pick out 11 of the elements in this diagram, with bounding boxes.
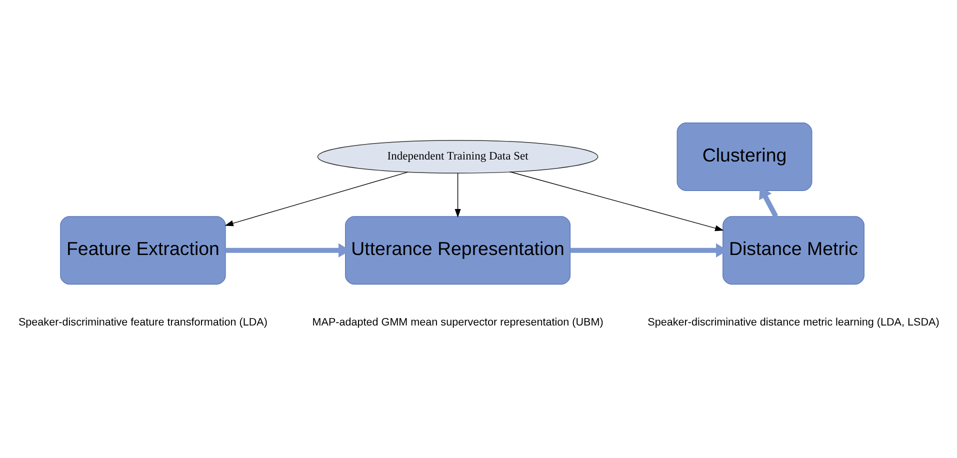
- node-label: Speaker-discriminative feature transformation (LDA): [18, 316, 268, 328]
- node-label: MAP-adapted GMM mean supervector representation (UBM): [312, 316, 604, 328]
- node-box: Feature Extraction: [60, 216, 226, 284]
- node-ellipse: Independent Training Data Set: [317, 139, 598, 173]
- arrow: [224, 171, 408, 226]
- node-box: Clustering: [676, 122, 812, 190]
- arrow: [454, 172, 461, 218]
- node-label: Speaker-discriminative distance metric learning (LDA, LSDA): [648, 316, 940, 328]
- arrow: [510, 171, 724, 231]
- node-box: Distance Metric: [722, 216, 864, 284]
- node-box: Utterance Representation: [345, 216, 571, 284]
